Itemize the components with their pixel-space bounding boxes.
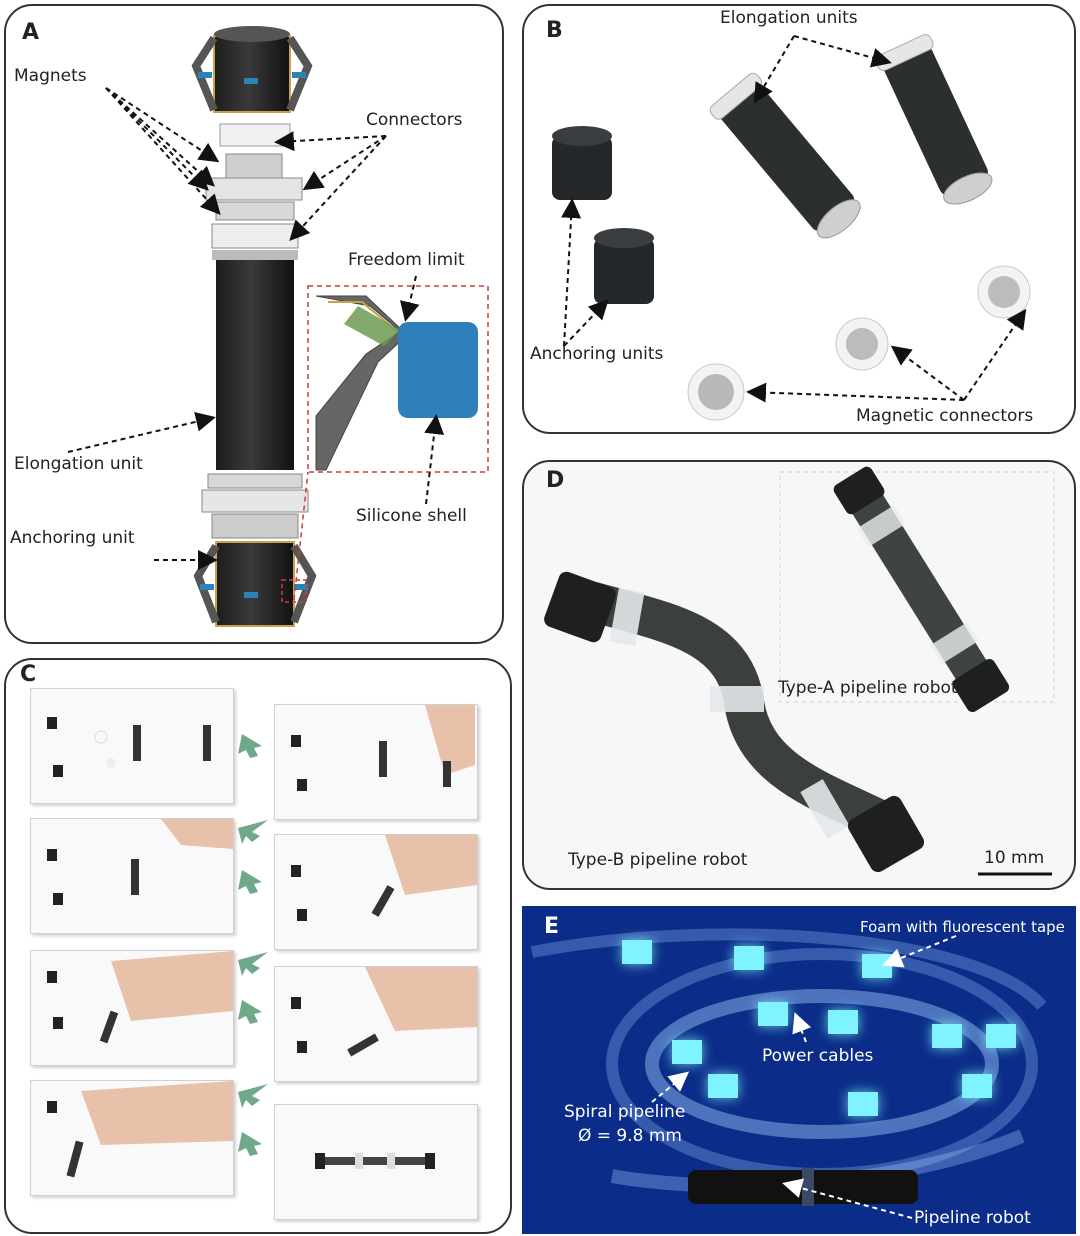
flow-arrow-6 bbox=[238, 1084, 268, 1108]
freedom-limit-label: Freedom limit bbox=[348, 250, 465, 270]
panel-e: E Foam with fluorescent tape Power cable… bbox=[522, 906, 1076, 1234]
elongation-unit-label: Elongation unit bbox=[14, 454, 143, 474]
assembly-step-2 bbox=[274, 704, 478, 820]
magnets-label: Magnets bbox=[14, 66, 87, 86]
anchoring-units-label: Anchoring units bbox=[530, 344, 664, 364]
panel-b-illustration bbox=[552, 34, 1031, 421]
bottom-anchoring-unit bbox=[193, 541, 317, 627]
elongation-units-label: Elongation units bbox=[720, 8, 858, 28]
diameter-label: Ø = 9.8 mm bbox=[578, 1126, 682, 1146]
panel-c-letter: C bbox=[20, 662, 37, 687]
flow-arrow-1 bbox=[238, 734, 262, 758]
assembly-step-3 bbox=[30, 818, 234, 934]
flow-arrow-4 bbox=[238, 952, 268, 976]
panel-d-letter: D bbox=[546, 468, 565, 493]
panel-d-illustration bbox=[544, 466, 1055, 876]
flow-arrow-5 bbox=[238, 1000, 262, 1024]
silicone-shell-label: Silicone shell bbox=[356, 506, 467, 526]
type-b-label: Type-B pipeline robot bbox=[568, 850, 748, 870]
panel-c: C bbox=[4, 658, 512, 1234]
magnetic-connectors-label: Magnetic connectors bbox=[856, 406, 1034, 426]
scale-bar-label: 10 mm bbox=[984, 848, 1045, 868]
foam-label: Foam with fluorescent tape bbox=[860, 918, 1065, 936]
assembly-step-4 bbox=[274, 834, 478, 950]
type-a-robot bbox=[833, 466, 1010, 713]
assembly-step-8 bbox=[274, 1104, 478, 1220]
pipeline-robot-label: Pipeline robot bbox=[914, 1208, 1031, 1228]
flow-arrow-7 bbox=[238, 1132, 262, 1156]
panel-e-letter: E bbox=[544, 914, 560, 939]
anchoring-unit-label: Anchoring unit bbox=[10, 528, 135, 548]
panel-a: A Magnets Connectors Freedom limit Elong… bbox=[4, 4, 504, 644]
spiral-pipeline-label: Spiral pipeline bbox=[564, 1102, 686, 1122]
panel-b-letter: B bbox=[546, 18, 563, 43]
panel-d: D Type-A pipeline robot Type-B pipeline … bbox=[522, 460, 1076, 890]
flow-arrow-2 bbox=[238, 820, 268, 844]
assembly-step-7 bbox=[30, 1080, 234, 1196]
flow-arrow-3 bbox=[238, 870, 262, 894]
top-anchoring-unit bbox=[191, 26, 313, 113]
assembly-step-1 bbox=[30, 688, 234, 804]
panel-a-letter: A bbox=[22, 20, 40, 45]
assembly-step-6 bbox=[274, 966, 478, 1082]
power-cables-label: Power cables bbox=[762, 1046, 874, 1066]
panel-a-illustration bbox=[67, 26, 489, 627]
foam-pieces bbox=[622, 940, 1016, 1116]
panel-c-flow-arrows bbox=[238, 734, 268, 1156]
panel-b: B Elongation units Anchoring units Magne… bbox=[522, 4, 1076, 434]
assembly-step-5 bbox=[30, 950, 234, 1066]
connectors-label: Connectors bbox=[366, 110, 463, 130]
type-a-label: Type-A pipeline robot bbox=[778, 678, 958, 698]
panel-e-illustration bbox=[530, 928, 1047, 1219]
